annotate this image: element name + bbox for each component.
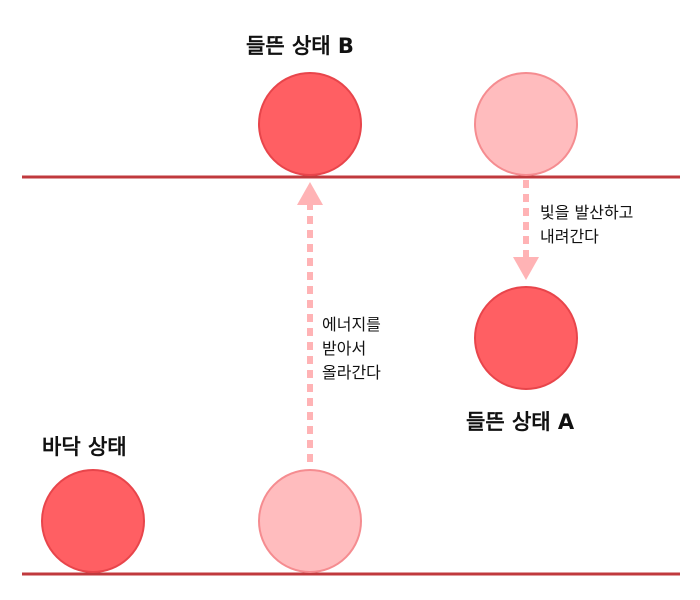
electron-before-emission	[474, 72, 578, 176]
electron-before-absorption	[258, 469, 362, 573]
absorb-arrow-head	[297, 182, 323, 205]
ground-state-label: 바닥 상태	[42, 435, 127, 459]
excited-state-b-label: 들뜬 상태 B	[246, 34, 354, 58]
absorb-energy-note: 에너지를 받아서 올라간다	[322, 315, 381, 382]
emit-arrow-head	[513, 257, 539, 280]
electron-excited-b	[258, 72, 362, 176]
excited-state-a-label: 들뜬 상태 A	[466, 410, 575, 434]
emit-light-note: 빛을 발산하고 내려간다	[540, 203, 634, 246]
electron-excited-a	[474, 286, 578, 390]
electron-ground	[41, 469, 145, 573]
